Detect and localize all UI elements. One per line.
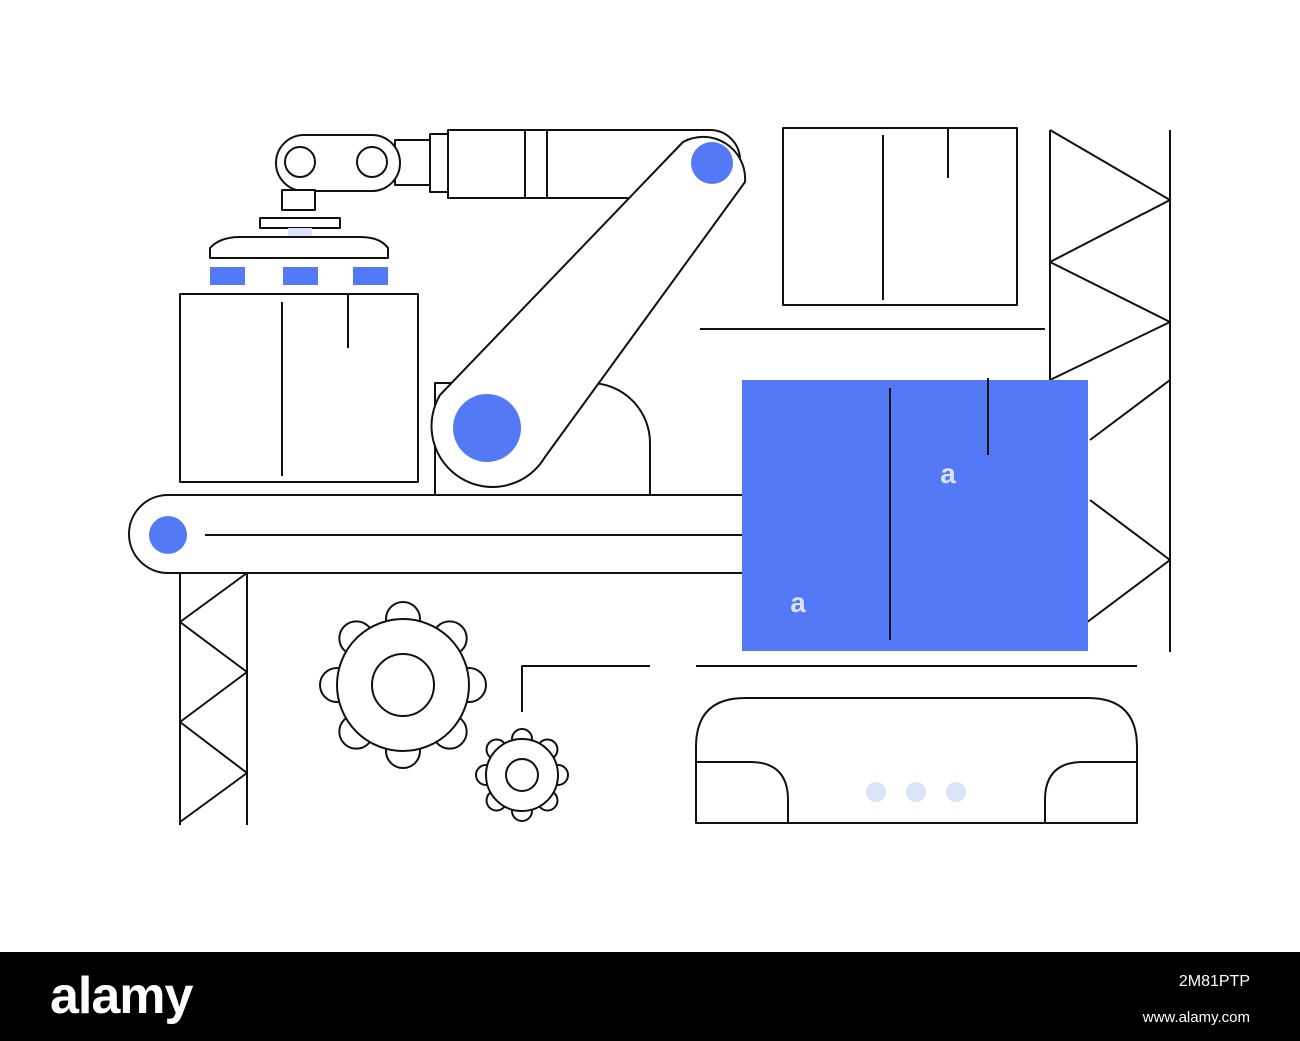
robot-forearm [430,135,747,488]
pipe-line [521,665,650,712]
large-gear-icon [319,601,487,769]
stock-id: 2M81PTP [1178,973,1250,990]
watermark-footer: alamy 2M81PTP www.alamy.com [0,952,1300,1041]
shoulder-joint [453,394,521,462]
indicator-light [906,782,926,802]
indicator-light [866,782,886,802]
small-gear-icon [475,728,569,822]
indicator-light [946,782,966,802]
illustration-canvas: a a [128,127,1171,825]
conveyor-roller [149,516,187,554]
brand-logo: alamy [50,967,193,1025]
large-box: a a [742,378,1088,651]
left-support-truss [179,572,248,825]
robot-wrist [259,134,401,238]
box-mark-bottom: a [790,587,806,618]
robot-gripper [209,236,389,285]
site-url: www.alamy.com [1142,1009,1250,1026]
gears [319,601,569,822]
box-mark-top: a [940,458,956,489]
control-unit [695,697,1138,824]
held-box [179,293,419,483]
elbow-joint [691,142,733,184]
conveyor-belt [128,494,761,574]
upper-box [782,127,1018,306]
